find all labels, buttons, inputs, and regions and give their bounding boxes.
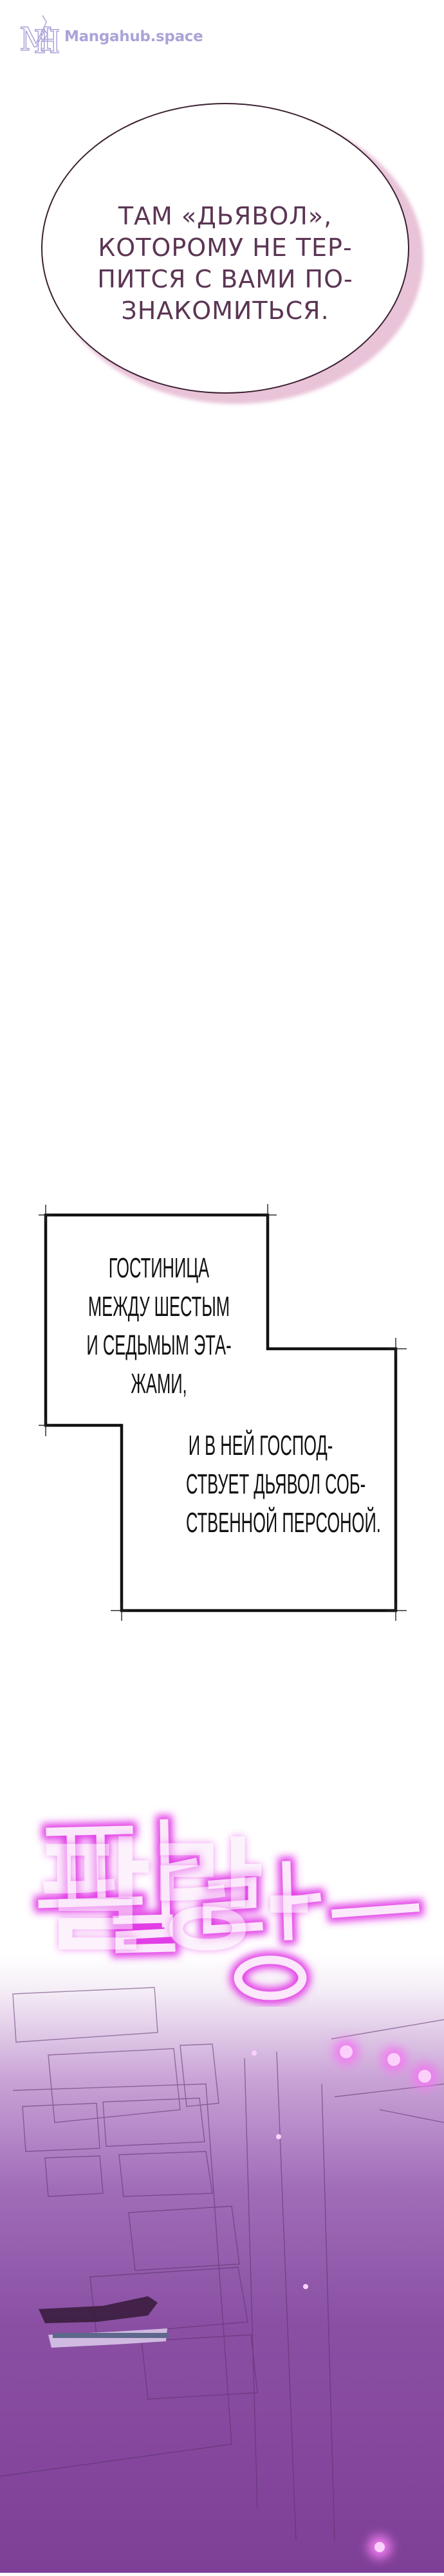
speech-line: ЗНАКОМИТЬСЯ.	[121, 297, 329, 325]
sound-effect-lettering	[33, 1814, 424, 2004]
caption-line: СТВУЕТ ДЬЯВОЛ СОБ-	[186, 1468, 366, 1500]
speech-line: КОТОРОМУ НЕ ТЕР-	[98, 233, 353, 262]
svg-text:M: M	[19, 21, 52, 54]
speech-line: ТАМ «ДЬЯВОЛ»,	[118, 202, 333, 230]
caption-block-1: ГОСТИНИЦА МЕЖДУ ШЕСТЫМ И СЕДЬМЫМ ЭТА- ЖА…	[84, 1249, 234, 1403]
speech-bubble	[41, 103, 409, 394]
hotel-hallway-illustration	[0, 1955, 444, 2573]
caption-line: ЖАМИ,	[131, 1368, 187, 1400]
caption-block-2: И В НЕЙ ГОСПОД- СТВУЕТ ДЬЯВОЛ СОБ- СТВЕН…	[186, 1427, 381, 1542]
caption-box	[39, 1204, 407, 1621]
caption-line: СТВЕННОЙ ПЕРСОНОЙ.	[186, 1507, 381, 1539]
caption-line: МЕЖДУ ШЕСТЫМ	[88, 1291, 230, 1322]
hallway-artwork	[0, 1987, 444, 2559]
caption-line: И В НЕЙ ГОСПОД-	[188, 1430, 333, 1461]
speech-bubble-text: ТАМ «ДЬЯВОЛ», КОТОРОМУ НЕ ТЕР- ПИТСЯ С В…	[41, 201, 409, 327]
caption-line: И СЕДЬМЫМ ЭТА-	[86, 1329, 232, 1361]
watermark-text: Mangahub.space	[64, 28, 203, 45]
svg-text:H: H	[33, 23, 59, 54]
characters	[39, 2296, 169, 2348]
caption-line: ГОСТИНИЦА	[108, 1252, 210, 1284]
sound-effect-text: 팔랑-	[39, 1826, 315, 1968]
ceiling-lights	[252, 2039, 438, 2559]
speech-line: ПИТСЯ С ВАМИ ПО-	[97, 265, 353, 293]
mangahub-logo-icon: M H	[19, 15, 59, 54]
